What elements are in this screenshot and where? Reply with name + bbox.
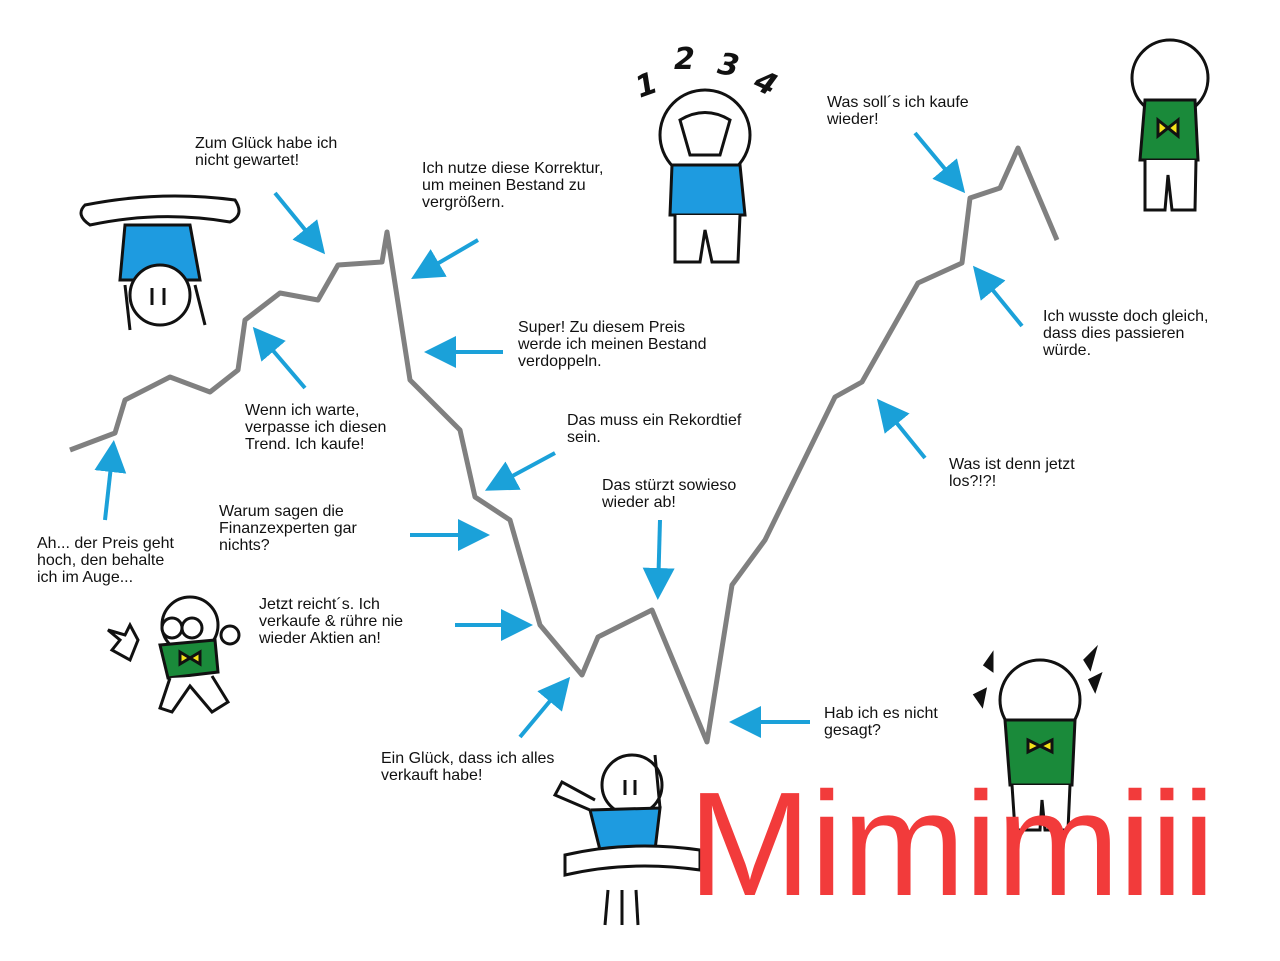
caption-rekordtief: Das muss ein Rekordtief sein. (567, 412, 742, 446)
arrows (94, 131, 1024, 739)
figure-jumping-happy (552, 753, 702, 926)
caption-verkauft: Ein Glück, dass ich alles verkauft habe! (381, 750, 555, 784)
arrow (518, 676, 571, 739)
arrow (484, 451, 556, 491)
caption-zum-glueck: Zum Glück habe ich nicht gewartet! (195, 135, 338, 169)
figure-handstand (79, 194, 241, 331)
caption-trend: Wenn ich warte, verpasse ich diesen Tren… (245, 402, 387, 453)
mimimiii-title: Mimimiii (688, 762, 1215, 927)
figure-angry-punching (107, 595, 241, 714)
caption-gesagt: Hab ich es nicht gesagt? (824, 705, 938, 739)
caption-im-auge: Ah... der Preis geht hoch, den behalte i… (37, 535, 174, 586)
caption-stuerzt-ab: Das stürzt sowieso wieder ab! (602, 477, 737, 511)
arrow (94, 440, 127, 521)
caption-kaufe-wieder: Was soll´s ich kaufe wieder! (827, 94, 969, 128)
count-2: 2 (674, 42, 695, 77)
figure-hands-on-face-top (1130, 38, 1210, 212)
arrow (411, 238, 480, 280)
arrow (913, 131, 966, 194)
caption-finanzexperten: Warum sagen die Finanzexperten gar nicht… (219, 503, 357, 554)
figure-covering-eyes-counting (658, 88, 752, 264)
arrow (273, 191, 326, 255)
caption-wusste-doch: Ich wusste doch gleich, dass dies passie… (1043, 308, 1209, 359)
caption-reichts: Jetzt reicht´s. Ich verkaufe & rühre nie… (259, 596, 404, 647)
caption-verdoppeln: Super! Zu diesem Preis werde ich meinen … (518, 319, 707, 370)
arrow (972, 265, 1024, 328)
figure-crying (972, 644, 1103, 832)
arrow (252, 326, 307, 390)
caption-korrektur: Ich nutze diese Korrektur, um meinen Bes… (422, 160, 604, 211)
price-line (69, 145, 1060, 745)
arrow (642, 519, 675, 600)
arrow (876, 398, 927, 460)
caption-was-los: Was ist denn jetzt los?!?! (949, 456, 1075, 490)
